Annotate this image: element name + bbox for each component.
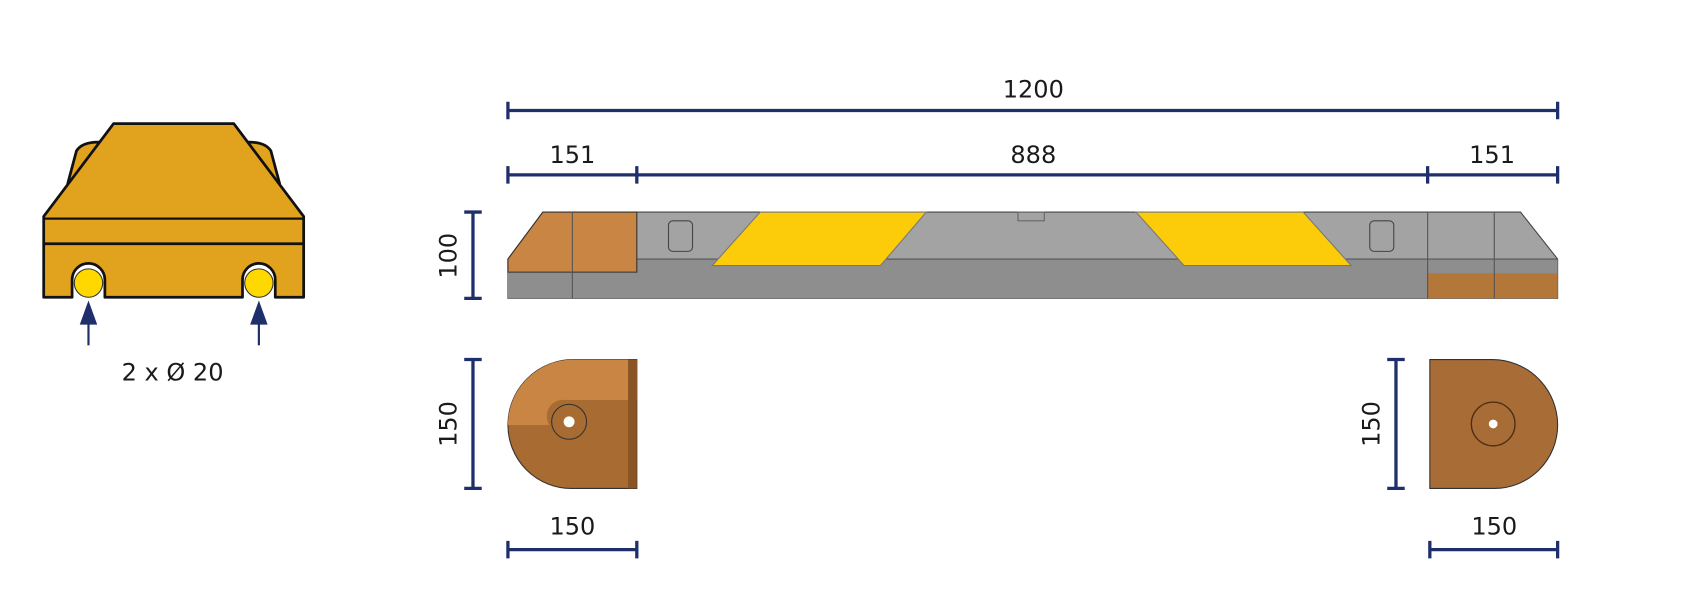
end-cap-right xyxy=(1427,273,1558,299)
dimension-width-right: 150 xyxy=(1428,512,1560,559)
dimension-depth-right: 150 xyxy=(1358,357,1405,491)
hole-label: 2 x Ø 20 xyxy=(122,358,224,386)
end-view-left xyxy=(507,358,638,489)
reflector-left xyxy=(73,268,104,298)
side-view xyxy=(507,211,1559,299)
dimension-depth-left-label: 150 xyxy=(435,401,463,447)
dimension-end-left-label: 151 xyxy=(549,141,595,169)
dimension-height: 100 xyxy=(435,210,482,300)
front-body xyxy=(42,122,306,299)
dimension-end-right-label: 151 xyxy=(1469,141,1515,169)
front-view: 2 x Ø 20 xyxy=(42,122,306,386)
dimension-depth-left: 150 xyxy=(435,357,482,491)
reflective-stripe-left xyxy=(710,211,928,267)
dimension-depth-right-label: 150 xyxy=(1358,401,1386,447)
arrow-icon xyxy=(250,300,268,346)
end-view-right xyxy=(1429,358,1559,489)
arrow-icon xyxy=(79,300,98,346)
dimension-height-label: 100 xyxy=(435,233,463,279)
dimension-width-right-label: 150 xyxy=(1471,512,1517,540)
reflective-stripe-right xyxy=(1134,211,1353,267)
dimension-segments: 151 888 151 xyxy=(506,141,1560,184)
dimension-width-left-label: 150 xyxy=(549,512,595,540)
dimension-width-left: 150 xyxy=(506,512,639,559)
reflector-right xyxy=(244,268,274,298)
dimension-total: 1200 xyxy=(506,75,1560,120)
dimension-total-label: 1200 xyxy=(1003,75,1064,103)
dimension-middle-label: 888 xyxy=(1010,141,1056,169)
